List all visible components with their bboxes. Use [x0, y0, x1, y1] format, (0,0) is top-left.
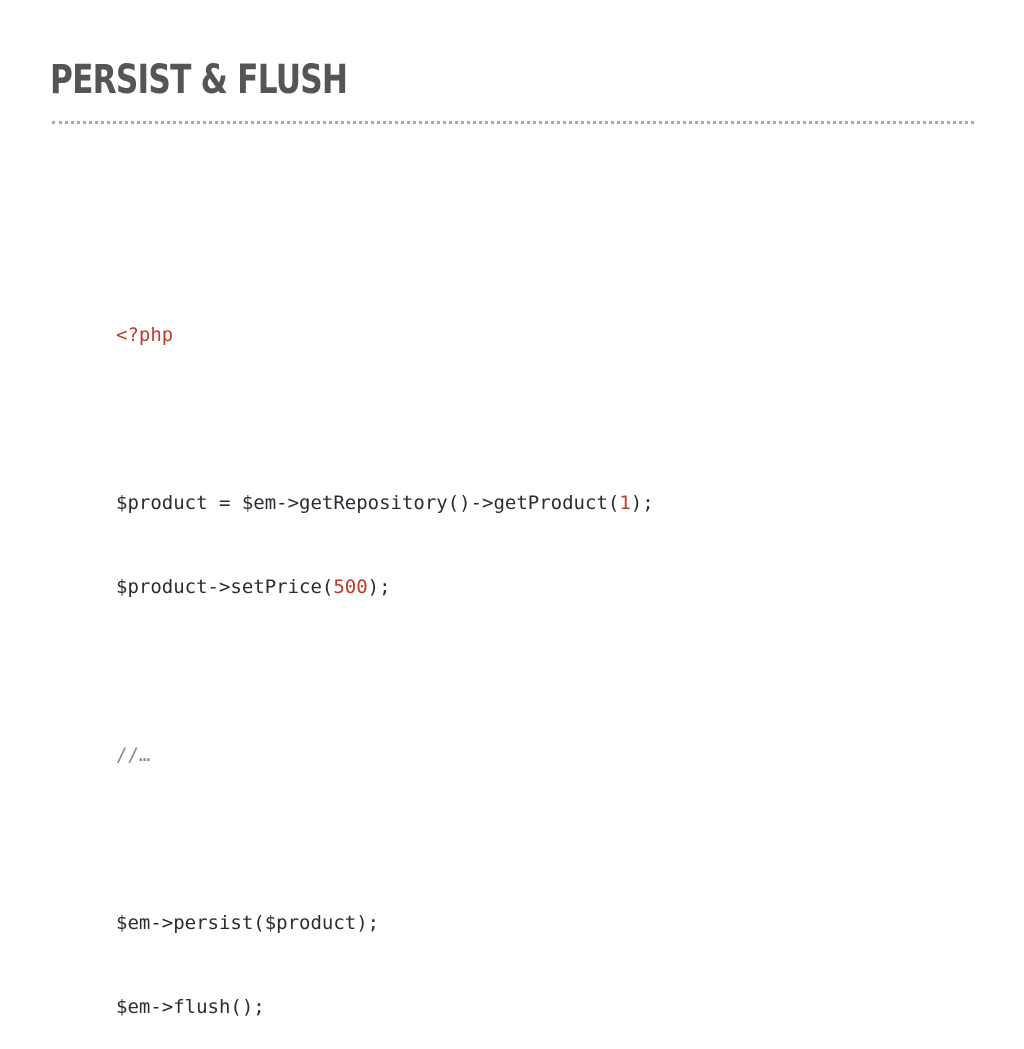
title-divider [52, 121, 974, 124]
code-number: 500 [333, 576, 368, 598]
code-block: <?php $product = $em->getRepository()->g… [116, 265, 654, 1049]
code-line-php-open: <?php [116, 321, 654, 349]
code-line-blank [116, 405, 654, 433]
code-text: $em->persist($product); [116, 912, 380, 934]
code-text: $product->setPrice( [116, 576, 334, 598]
code-text: ); [367, 576, 391, 598]
code-comment: //… [116, 744, 151, 766]
code-line-flush: $em->flush(); [116, 993, 654, 1021]
code-line-blank [116, 657, 654, 685]
code-text: $em->flush(); [116, 996, 265, 1018]
slide-title: PERSIST & FLUSH [50, 57, 348, 103]
code-text: ); [630, 492, 654, 514]
code-line-persist: $em->persist($product); [116, 909, 654, 937]
php-open-tag: <?php [116, 324, 174, 346]
code-text: $product = $em->getRepository()->getProd… [116, 492, 620, 514]
code-number: 1 [619, 492, 631, 514]
code-line-comment: //… [116, 741, 654, 769]
code-line-get-product: $product = $em->getRepository()->getProd… [116, 489, 654, 517]
code-line-blank [116, 825, 654, 853]
code-line-set-price: $product->setPrice(500); [116, 573, 654, 601]
